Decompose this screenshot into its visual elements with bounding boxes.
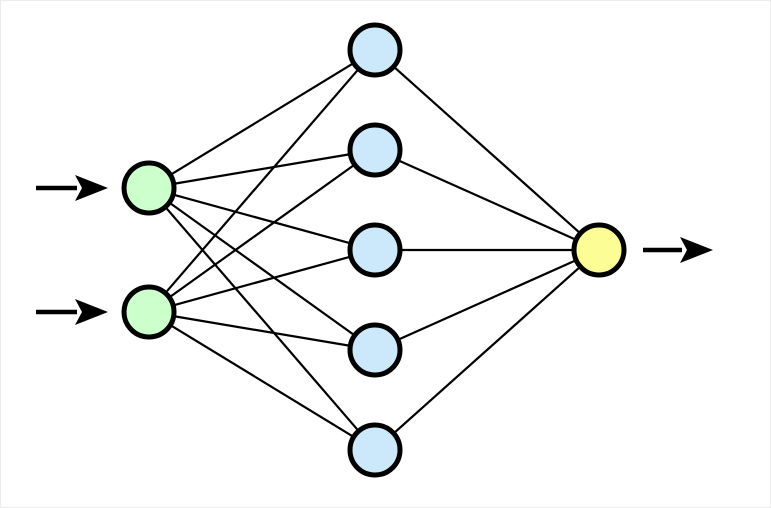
connection-edge [163,67,361,295]
connection-edge [172,314,352,348]
input-arrow-2-head [75,299,108,325]
hidden-layer-node-4[interactable] [347,322,403,378]
connection-edge [171,193,353,245]
input-layer-node-1[interactable] [121,160,177,216]
connection-edge [392,265,582,435]
io-arrows-group [36,175,713,325]
connection-edge [167,201,357,337]
connection-edge [396,258,578,342]
connection-edge [168,61,356,177]
connection-edge [168,323,356,439]
output-arrow-1-head [680,237,713,263]
hidden-layer-node-1[interactable] [347,22,403,78]
hidden-layer-node-2[interactable] [347,122,403,178]
neuron-nodes-group [121,22,627,478]
connection-edge [171,255,353,307]
connection-edge [396,158,578,242]
connection-edge [172,152,352,186]
connection-edge [392,65,582,235]
connection-edge [167,163,357,299]
output-layer-node-1[interactable] [571,222,627,278]
hidden-layer-node-3[interactable] [347,222,403,278]
input-layer-node-2[interactable] [121,284,177,340]
connection-edge [163,205,361,433]
hidden-layer-node-5[interactable] [347,422,403,478]
input-arrow-1-head [75,175,108,201]
connection-edges-group [163,61,582,439]
